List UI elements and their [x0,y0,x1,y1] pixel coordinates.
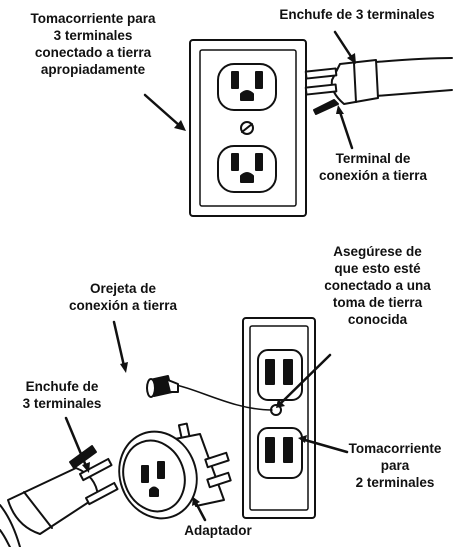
label-line: 2 terminales [355,475,435,490]
plug-3-terminal-label: Enchufe de 3 terminales [262,6,452,23]
label-line: 3 terminales [53,28,133,43]
label-line: Asegúrese de [333,244,422,259]
ground-note-label: Asegúrese de que esto esté conectado a u… [305,243,450,328]
adapter [118,422,232,520]
plug-3-terminal-bottom-label: Enchufe de 3 terminales [12,378,112,412]
label-line: conexión a tierra [68,298,178,313]
label-line: apropiadamente [40,62,146,77]
label-line: Terminal de [335,151,411,166]
arrow-heads [82,53,356,506]
label-line: conocida [347,312,408,327]
label-line: Tomacorriente [348,441,442,456]
label-line: Enchufe de 3 terminales [279,7,435,22]
ground-pin-label: Terminal de conexión a tierra [298,150,448,184]
ground-lug-label: Orejeta de conexión a tierra [58,280,188,314]
pointer-arrows [64,30,354,522]
label-line: 3 terminales [22,396,102,411]
label-line: Adaptador [184,523,252,538]
label-line: Enchufe de [25,379,99,394]
label-line: toma de tierra [332,295,423,310]
adapter-label: Adaptador [168,522,268,539]
label-line: conectado a tierra [34,45,152,60]
label-line: conexión a tierra [318,168,428,183]
label-line: que esto esté [334,261,421,276]
outlet-2-terminal-label: Tomacorriente para 2 terminales [340,440,450,491]
label-line: Tomacorriente para [30,11,156,26]
outlet-3-terminal-label: Tomacorriente para 3 terminales conectad… [3,10,183,78]
label-line: conectado a una [324,278,431,293]
label-line: para [380,458,410,473]
two-prong-outlet [242,317,316,519]
three-prong-plug-bottom [0,445,119,547]
label-line: Orejeta de [89,281,157,296]
three-prong-outlet [189,39,307,217]
three-prong-plug [304,57,453,115]
ground-lug [146,375,179,398]
